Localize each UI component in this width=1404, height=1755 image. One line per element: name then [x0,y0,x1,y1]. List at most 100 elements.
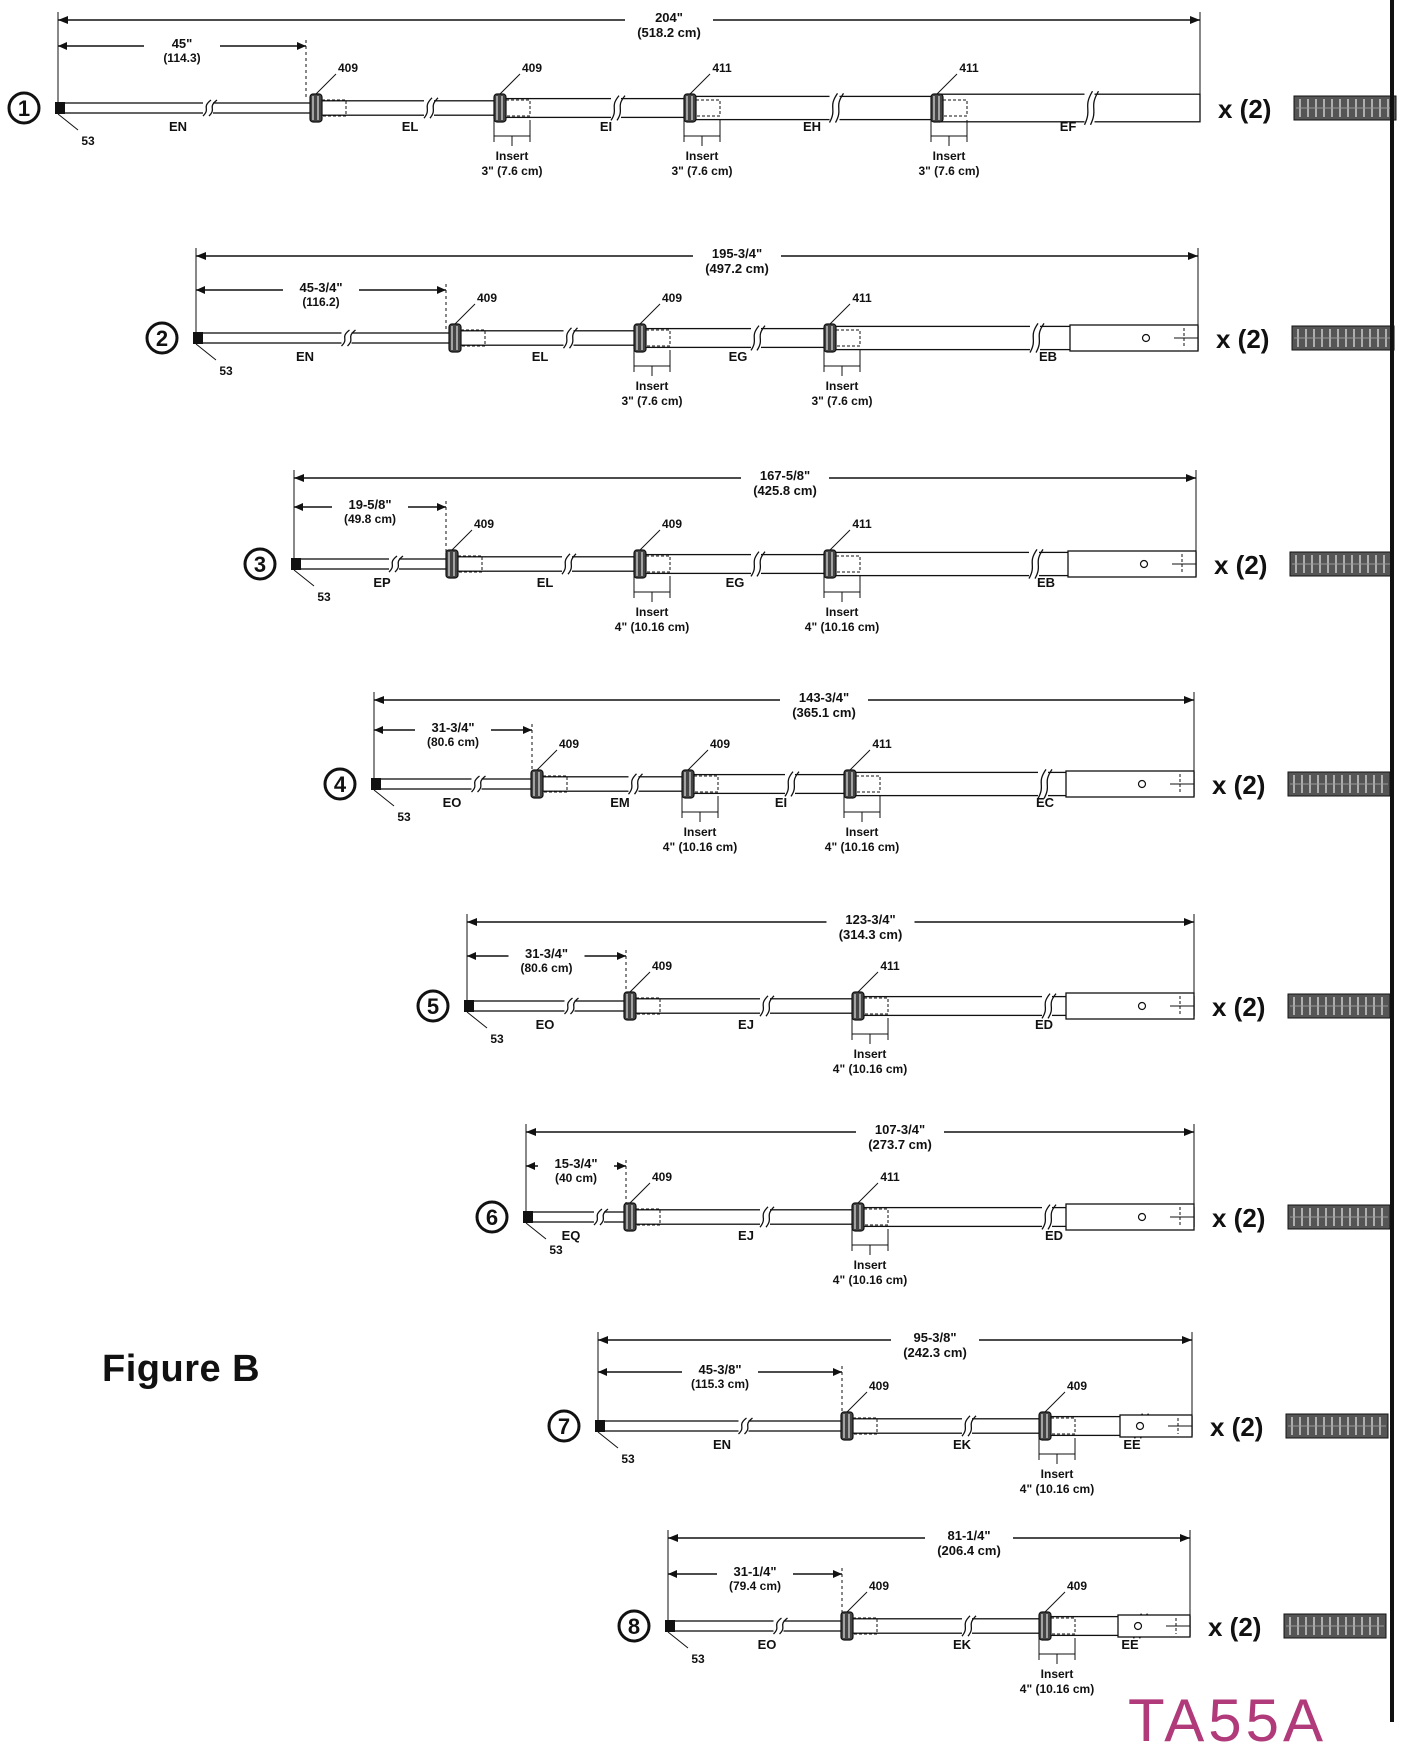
insert-label: Insert [933,149,966,163]
end-cap-ref: 53 [397,810,411,824]
break-mark [1029,323,1039,353]
insert-label: Insert [1041,1667,1074,1681]
joint-leader [454,303,476,325]
coupler-body [309,93,323,123]
arrowhead [526,1128,536,1136]
joint-coupler: 409 [530,737,579,799]
pole-number-circle [243,547,277,581]
fitting-hole [1137,1212,1147,1222]
break-mark [567,553,577,575]
tube-section [525,1211,631,1223]
insert-dashed [542,775,568,793]
insert-dashed [852,1417,878,1435]
break-mark [1043,769,1053,799]
break-mark [1041,993,1051,1019]
end-cap-leader [597,1431,619,1449]
coupler-body [683,93,697,123]
coupler-body [840,1611,854,1641]
break-mark [765,1206,775,1228]
coupler-body [493,93,507,123]
insert-dashed [835,329,861,347]
total-length-inches: 195-3/4" [712,246,762,261]
first-length-cm: (80.6 cm) [427,735,479,749]
section-label: EO [758,1637,777,1652]
label-mask [682,1362,758,1390]
insert-dashed [1050,1617,1076,1635]
quantity-label: x (2) [1212,1203,1265,1233]
break-mark [1047,1204,1057,1230]
break-mark [790,771,800,797]
break-mark [750,551,760,577]
page-edge-rule [1390,0,1394,1722]
total-length-cm: (497.2 cm) [705,261,769,276]
arrowhead [297,42,306,50]
joint-leader [536,749,558,771]
joint-leader [629,971,651,993]
insert-dashed [645,329,671,347]
section-label: EB [1039,349,1057,364]
break-mark [744,1417,753,1435]
arrowhead [598,1336,608,1344]
arrowhead [196,252,206,260]
tube-section [373,778,538,790]
joint-ref: 411 [852,517,872,531]
coupler-body [623,1202,637,1232]
insert-dashed [695,99,721,117]
coupler-body [840,1411,854,1441]
arrowhead [598,1368,607,1376]
arrowhead [1184,1128,1194,1136]
coupler-body [843,769,857,799]
joint-coupler: 409 [448,291,497,353]
first-length-inches: 45-3/4" [299,280,342,295]
arrowhead [294,474,304,482]
joint-ref: 409 [1067,1379,1087,1393]
section-label: EN [713,1437,731,1452]
break-mark [1083,90,1094,126]
break-mark [750,325,760,351]
insert-length: 4" (10.16 cm) [1020,1482,1094,1496]
joint-leader [846,1591,868,1613]
end-cap-ref: 53 [490,1032,504,1046]
joint-coupler: 409 [445,517,494,579]
pole-number: 4 [334,772,347,797]
break-mask [760,1207,770,1227]
coupler-body [633,323,647,353]
joint-leader [639,303,661,325]
insert-dashed [863,1208,889,1226]
break-mark [471,775,480,793]
label-mask [283,280,359,308]
total-length-cm: (314.3 cm) [839,927,903,942]
label-mask [415,720,491,748]
break-mark [570,997,579,1015]
pole-number-circle [323,767,357,801]
arrowhead [1188,252,1198,260]
total-length-inches: 81-1/4" [947,1528,990,1543]
first-length-inches: 45" [172,36,193,51]
break-mark [633,773,643,795]
figure-title: Figure B [102,1348,261,1390]
pole-assembly-7: 795-3/8"(242.3 cm)45-3/8"(115.3 cm)53409… [547,1330,1389,1496]
break-mask [564,999,575,1013]
tube-section [466,1000,631,1012]
break-mark [773,1617,782,1635]
section-label: ED [1035,1017,1053,1032]
arrowhead [617,952,626,960]
section-label: EH [803,119,821,134]
insert-length: 4" (10.16 cm) [805,620,879,634]
end-cap [665,1620,675,1632]
break-mask [562,554,572,574]
total-length-inches: 107-3/4" [875,1122,925,1137]
total-length-cm: (518.2 cm) [637,25,701,40]
tube-section [293,558,453,570]
coupler-body [1038,1411,1052,1441]
break-mark [561,553,571,575]
insert-dashed [645,555,671,573]
section-label: EM [610,795,630,810]
first-length-cm: (79.4 cm) [729,1579,781,1593]
insert-length: 3" (7.6 cm) [621,394,682,408]
